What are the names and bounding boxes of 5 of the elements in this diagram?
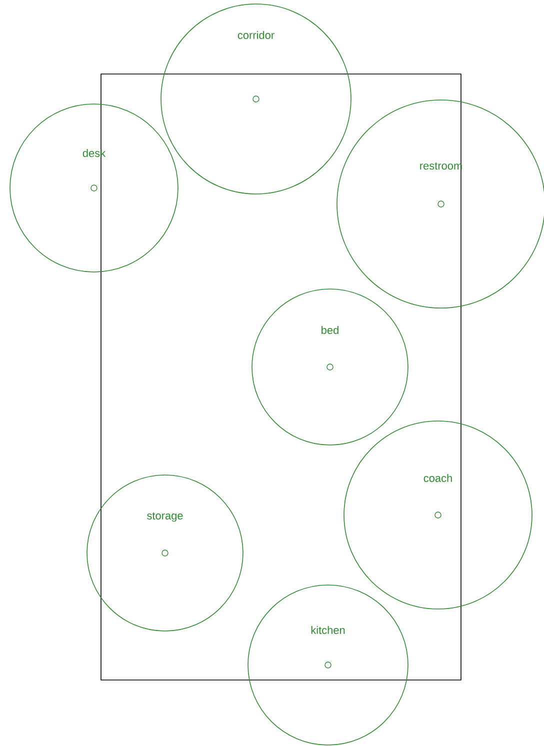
zone-label: kitchen xyxy=(311,626,345,634)
zone-label: bed xyxy=(322,326,338,334)
zone-label: storage xyxy=(147,512,183,522)
zone-label: corridor xyxy=(238,30,274,40)
zone-label: coach xyxy=(424,474,452,482)
